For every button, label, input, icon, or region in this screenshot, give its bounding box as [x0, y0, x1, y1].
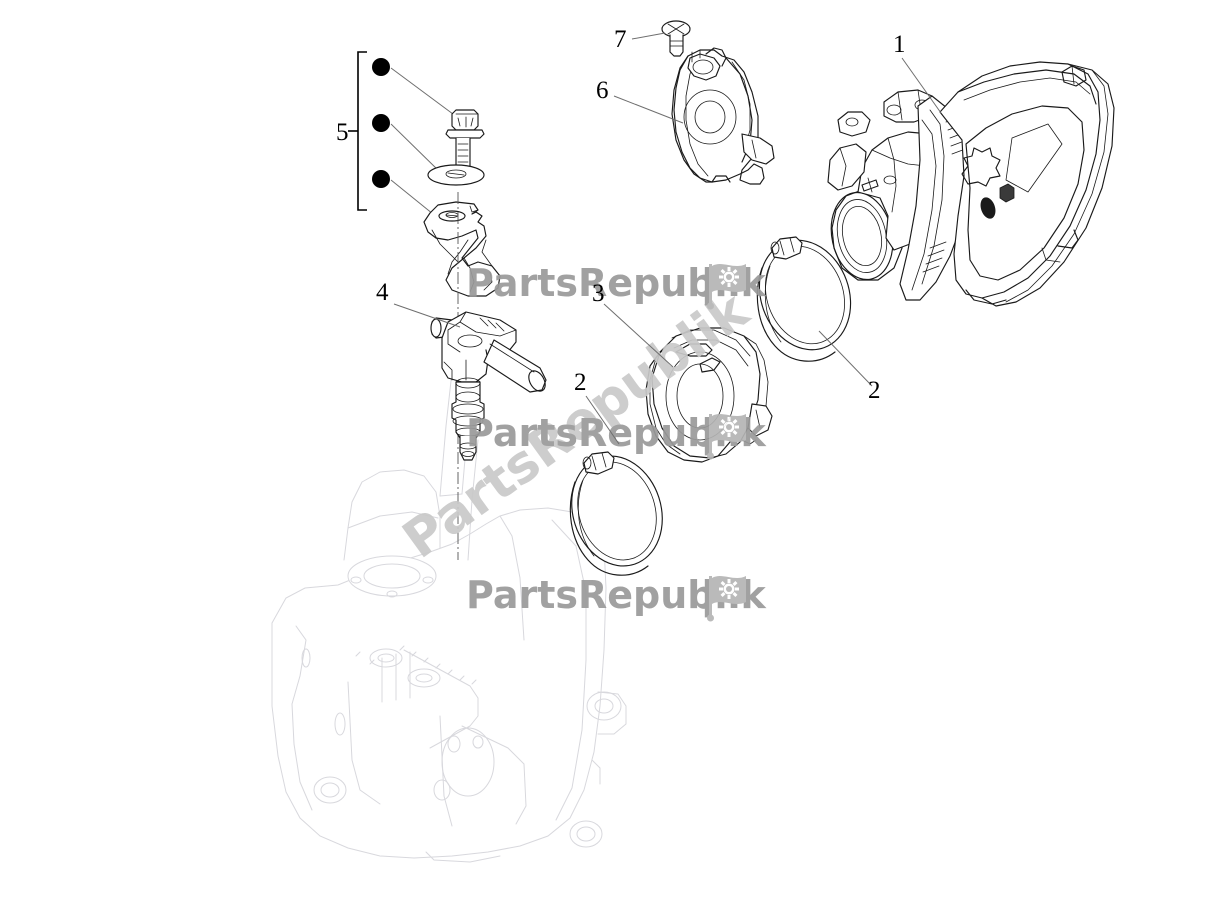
callout-label-1: 1	[893, 31, 906, 58]
flange-bolt-part	[445, 109, 485, 174]
callout-label-7: 7	[614, 26, 627, 53]
cover-screw-part	[661, 20, 691, 57]
callout-label-2-left: 2	[574, 369, 587, 396]
star-fastener-icon	[961, 147, 1001, 187]
bracket-group-5	[348, 51, 458, 215]
flag-gear-icon	[707, 264, 746, 310]
flag-gear-icon	[707, 576, 746, 622]
watermark-row-2: PartsRepublik |	[466, 411, 767, 460]
watermark-row-3: PartsRepublik |	[466, 573, 767, 622]
flag-gear-icon	[707, 414, 746, 460]
hex-fitting	[999, 183, 1015, 203]
callout-label-4: 4	[376, 279, 389, 306]
callout-label-6: 6	[596, 77, 609, 104]
callout-label-5: 5	[336, 119, 349, 146]
leader-6	[613, 95, 684, 124]
callout-numbers: 1 2 2 3 4 5 6 7	[336, 26, 906, 404]
leader-1	[901, 57, 942, 114]
leader-2-left	[585, 395, 620, 445]
callout-label-2-right: 2	[868, 377, 881, 404]
bullet-bracket	[372, 170, 390, 188]
throttle-body-assembly-part	[827, 61, 1115, 307]
injector-retaining-bracket-part	[423, 201, 501, 297]
bullet-washer	[372, 114, 390, 132]
hose-clamp-upper-part	[756, 236, 852, 362]
leader-7	[631, 32, 666, 40]
hose-clamp-lower-part	[569, 451, 663, 576]
injector-protection-cover-part	[671, 47, 775, 185]
callout-leaders	[393, 32, 942, 445]
leader-4	[393, 303, 461, 328]
flat-washer-part	[427, 164, 485, 186]
callout-label-3: 3	[592, 280, 605, 307]
leader-2-right	[818, 330, 873, 387]
leader-3	[603, 303, 674, 368]
vent-oval	[980, 197, 996, 219]
watermark-row-1: PartsRepublik |	[466, 261, 767, 310]
fuel-injector-part	[430, 311, 547, 461]
bullet-bolt	[372, 58, 390, 76]
